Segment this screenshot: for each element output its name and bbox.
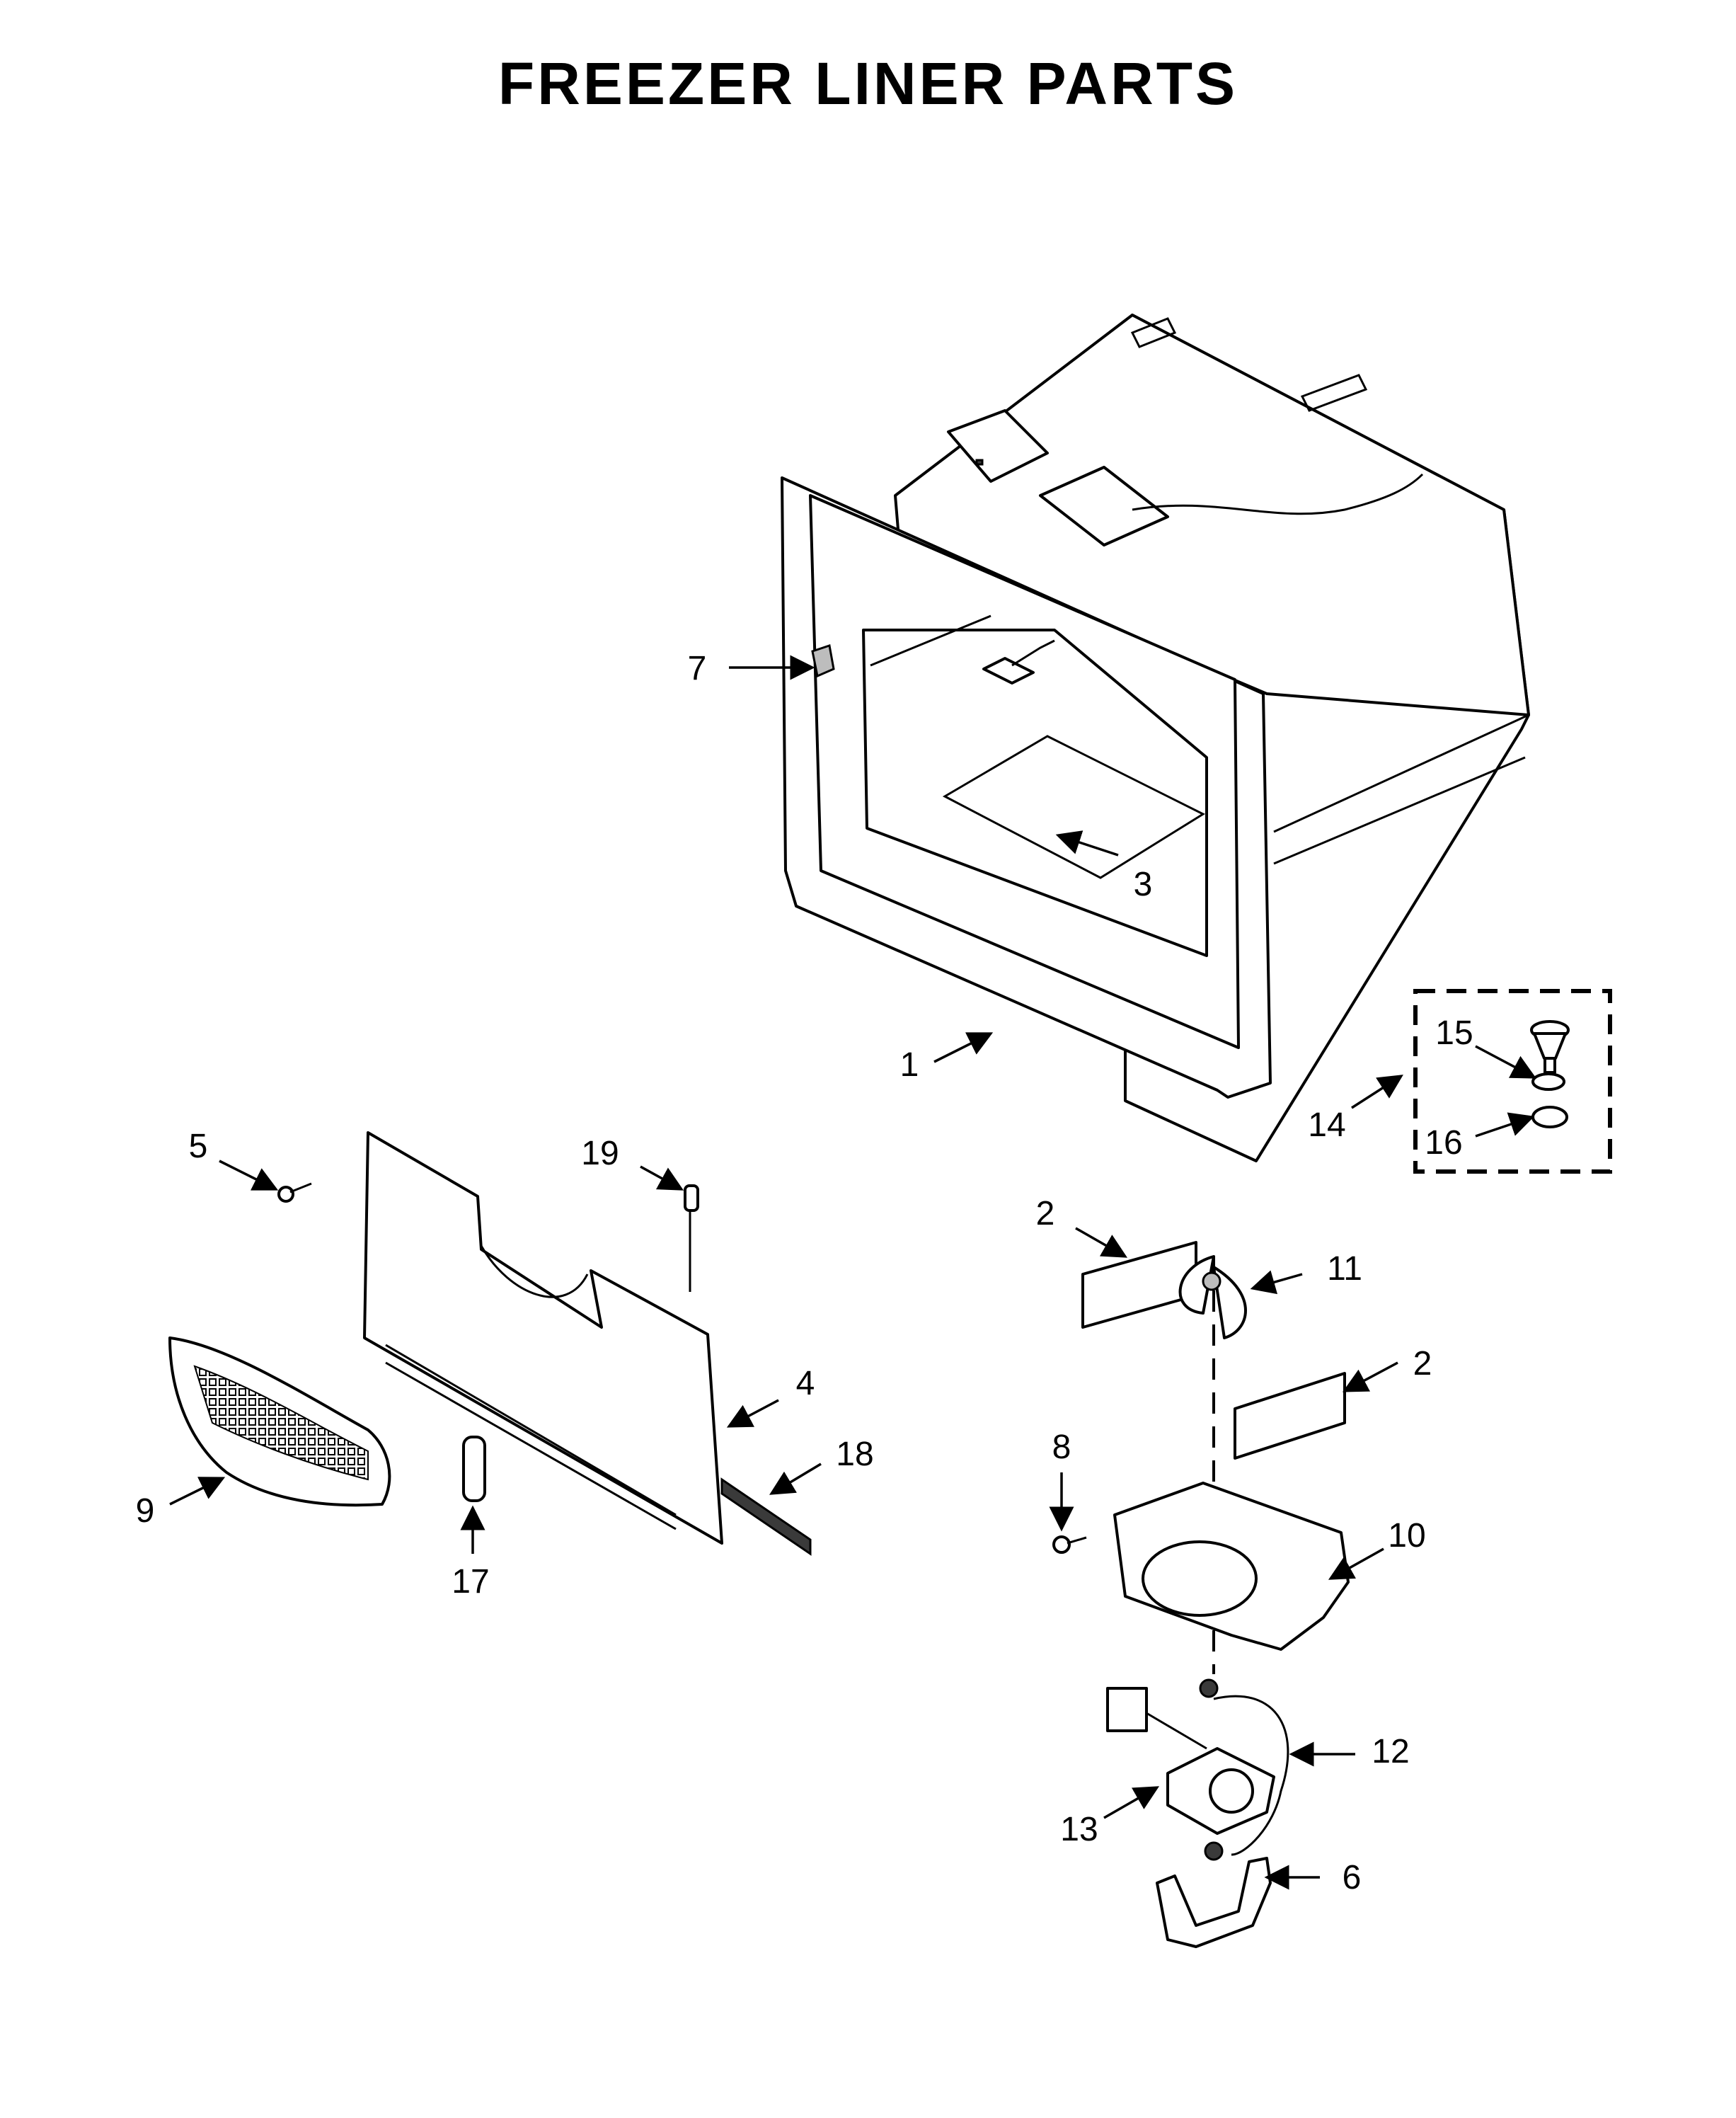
callout-13: 13	[1060, 1811, 1098, 1848]
o-ring	[1531, 1072, 1565, 1091]
thermistor	[684, 1184, 699, 1292]
air-grille	[168, 1336, 391, 1507]
leader-5	[219, 1160, 279, 1191]
callout-6: 6	[1343, 1859, 1362, 1896]
callout-17: 17	[452, 1563, 489, 1601]
leader-9	[169, 1477, 226, 1506]
gasket-strip	[720, 1477, 812, 1556]
callout-15: 15	[1435, 1014, 1473, 1052]
switch	[811, 644, 835, 678]
leader-11	[1250, 1270, 1303, 1295]
callout-19: 19	[581, 1135, 619, 1172]
leader-2-lower	[1342, 1361, 1398, 1392]
callout-8: 8	[1052, 1429, 1071, 1466]
page-title: FREEZER LINER PARTS	[498, 50, 1238, 117]
grommet	[1204, 1841, 1224, 1861]
fan-shroud	[1113, 1482, 1350, 1651]
foam-pad-upper	[1081, 1241, 1197, 1329]
freezer-liner	[781, 314, 1530, 1162]
leader-10	[1328, 1547, 1384, 1580]
leader-19	[640, 1165, 684, 1191]
foam-pad-lower	[1234, 1372, 1346, 1460]
leader-3	[1055, 830, 1119, 857]
leader-16	[1475, 1112, 1535, 1138]
fan-blade	[1178, 1255, 1247, 1339]
leader-1	[933, 1032, 994, 1063]
leader-4	[726, 1399, 779, 1428]
leader-14	[1351, 1075, 1403, 1109]
screw	[277, 1182, 312, 1203]
callout-18: 18	[836, 1436, 873, 1473]
drain-strainer	[1530, 1020, 1570, 1074]
leader-15	[1475, 1045, 1537, 1079]
callout-5: 5	[189, 1128, 208, 1165]
callout-11: 11	[1327, 1250, 1362, 1288]
callout-3: 3	[1134, 866, 1153, 903]
kit-box	[1413, 989, 1612, 1174]
evaporator-fan-motor	[1106, 1687, 1289, 1856]
callout-9: 9	[136, 1492, 155, 1530]
callout-1: 1	[900, 1046, 919, 1084]
callout-10: 10	[1388, 1517, 1425, 1555]
callout-2-lower: 2	[1413, 1345, 1432, 1383]
clip	[462, 1436, 486, 1502]
callout-16: 16	[1425, 1124, 1462, 1162]
callout-12: 12	[1372, 1733, 1409, 1770]
callout-4: 4	[796, 1365, 815, 1402]
leader-2-upper	[1075, 1227, 1128, 1258]
callout-7: 7	[688, 650, 707, 687]
drain-plug	[1531, 1106, 1568, 1128]
callout-14: 14	[1308, 1106, 1345, 1144]
callout-2-upper: 2	[1036, 1195, 1055, 1232]
rear-panel	[363, 1131, 723, 1545]
leader-18	[769, 1462, 822, 1495]
grommet	[1199, 1678, 1219, 1698]
leader-13	[1103, 1786, 1160, 1819]
motor-bracket	[1156, 1857, 1272, 1948]
screw	[1052, 1535, 1087, 1554]
